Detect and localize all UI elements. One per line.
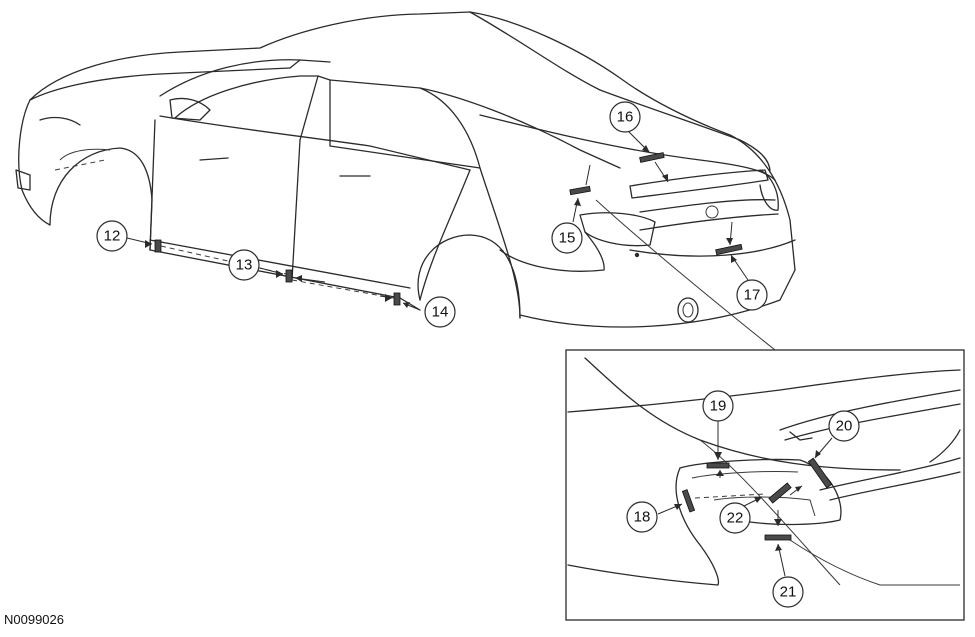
main-leaders	[126, 129, 776, 351]
callout-13-label: 13	[236, 257, 253, 274]
callout-20-label: 20	[836, 418, 853, 435]
callout-16-label: 16	[617, 109, 634, 126]
strip-16	[639, 152, 665, 163]
detail-inset-frame	[565, 349, 965, 621]
callout-19: 19	[702, 390, 734, 422]
callout-17: 17	[736, 279, 768, 311]
callout-15-label: 15	[559, 230, 576, 247]
strip-13	[285, 269, 293, 283]
strip-20	[807, 457, 833, 489]
callout-17-label: 17	[744, 287, 761, 304]
callout-12-label: 12	[104, 228, 121, 245]
strip-12	[154, 239, 162, 253]
detail-inset	[567, 357, 961, 586]
car-body-outline	[15, 11, 796, 328]
callout-18: 18	[626, 501, 658, 533]
callout-21: 21	[772, 576, 804, 608]
callout-22-label: 22	[727, 510, 744, 527]
callout-19-label: 19	[710, 398, 727, 415]
figure-id: N0099026	[4, 612, 64, 627]
callout-14: 14	[424, 296, 456, 328]
callout-22: 22	[719, 502, 751, 534]
callout-18-label: 18	[634, 509, 651, 526]
applique-strips	[154, 152, 743, 306]
callout-12: 12	[96, 220, 128, 252]
strip-19	[706, 462, 730, 469]
callout-20: 20	[828, 410, 860, 442]
callout-15: 15	[551, 222, 583, 254]
callout-16: 16	[609, 101, 641, 133]
strip-14	[393, 292, 401, 306]
strip-21	[764, 534, 792, 541]
strip-15	[569, 185, 591, 196]
strip-18	[681, 489, 696, 513]
strip-22	[768, 482, 792, 504]
callout-13: 13	[228, 249, 260, 281]
strip-17	[715, 243, 743, 256]
callout-21-label: 21	[780, 584, 797, 601]
callout-14-label: 14	[432, 304, 449, 321]
